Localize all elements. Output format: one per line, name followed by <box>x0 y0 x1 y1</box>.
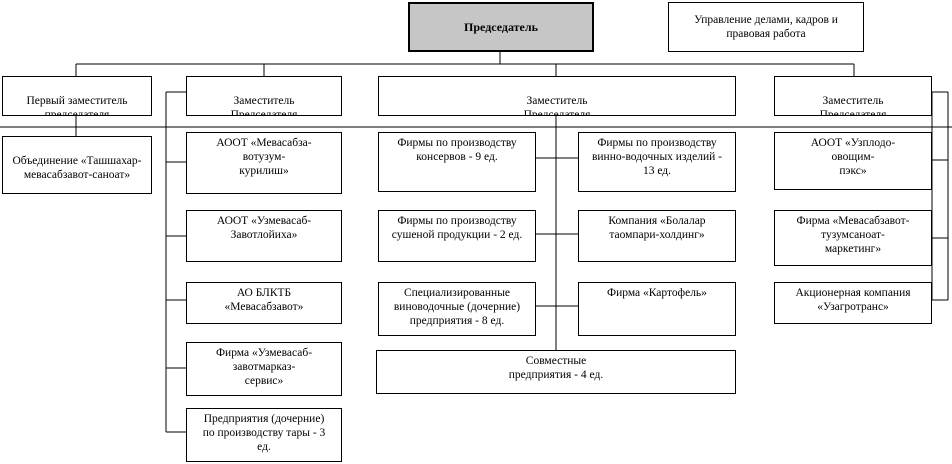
deputy-3-box: Заместитель Председателя <box>378 76 736 116</box>
deputy-4-box: Заместитель Председателя <box>774 76 932 116</box>
deputy-2-unit-2: АО БЛКТБ «Мевасабзавот» <box>186 282 342 324</box>
unit-label: АООТ «Узмевасаб- Завотлойиха» <box>216 215 312 241</box>
unit-label: Фирмы по производству сушеной продукции … <box>391 215 523 241</box>
deputy-3-bottom-unit: Совместные предприятия - 4 ед. <box>376 350 736 394</box>
unit-label: АООТ «Узплодо- овощим- пэкс» <box>810 137 896 177</box>
office-box: Управление делами, кадров и правовая раб… <box>668 2 864 52</box>
unit-label: Фирма «Узмевасаб- завотмарказ- сервис» <box>215 347 313 387</box>
unit-label: АО БЛКТБ «Мевасабзавот» <box>224 287 304 313</box>
deputy-2-box: Заместитель Председателя <box>186 76 342 116</box>
unit-label: Фирмы по производству консервов - 9 ед. <box>397 137 517 163</box>
unit-label: Компания «Болалар таомпари-холдинг» <box>608 215 706 241</box>
first-deputy-unit-0: Объединение «Ташшахар-мевасабзавот-саноа… <box>2 136 152 194</box>
deputy-4-unit-2: Акционерная компания «Узагротранс» <box>774 282 932 324</box>
deputy-3-right-unit-0: Фирмы по производству винно-водочных изд… <box>578 132 736 192</box>
unit-label: Объединение «Ташшахар-мевасабзавот-саноа… <box>12 155 142 181</box>
deputy-4-title: Заместитель Председателя <box>819 95 887 116</box>
unit-label: АООТ «Мевасабза- вотузум- курилиш» <box>216 137 312 177</box>
deputy-2-unit-1: АООТ «Узмевасаб- Завотлойиха» <box>186 210 342 262</box>
deputy-2-unit-3: Фирма «Узмевасаб- завотмарказ- сервис» <box>186 342 342 396</box>
first-deputy-title: Первый заместитель председателя <box>26 95 128 116</box>
deputy-2-unit-0: АООТ «Мевасабза- вотузум- курилиш» <box>186 132 342 194</box>
chairman-box: Председатель <box>408 2 594 52</box>
unit-label: Специализированные виноводочные (дочерни… <box>393 287 521 327</box>
deputy-3-left-unit-1: Фирмы по производству сушеной продукции … <box>378 210 536 262</box>
chairman-label: Председатель <box>464 20 538 34</box>
unit-label: Фирма «Картофель» <box>607 287 707 299</box>
first-deputy-box: Первый заместитель председателя <box>2 76 152 116</box>
deputy-3-left-unit-2: Специализированные виноводочные (дочерни… <box>378 282 536 336</box>
unit-label: Фирма «Мевасабзавот- тузумсаноат- маркет… <box>796 215 910 255</box>
deputy-3-title: Заместитель Председателя <box>523 95 591 116</box>
unit-label: Фирмы по производству винно-водочных изд… <box>591 137 723 177</box>
unit-label: Предприятия (дочерние) по производству т… <box>202 413 326 453</box>
deputy-3-right-unit-2: Фирма «Картофель» <box>578 282 736 336</box>
deputy-4-unit-0: АООТ «Узплодо- овощим- пэкс» <box>774 132 932 190</box>
deputy-4-unit-1: Фирма «Мевасабзавот- тузумсаноат- маркет… <box>774 210 932 266</box>
unit-label: Акционерная компания «Узагротранс» <box>795 287 911 313</box>
office-label: Управление делами, кадров и правовая раб… <box>694 14 838 40</box>
deputy-2-title: Заместитель Председателя <box>230 95 298 116</box>
deputy-3-left-unit-0: Фирмы по производству консервов - 9 ед. <box>378 132 536 192</box>
unit-label: Совместные предприятия - 4 ед. <box>508 355 604 381</box>
deputy-2-unit-4: Предприятия (дочерние) по производству т… <box>186 408 342 462</box>
deputy-3-right-unit-1: Компания «Болалар таомпари-холдинг» <box>578 210 736 262</box>
